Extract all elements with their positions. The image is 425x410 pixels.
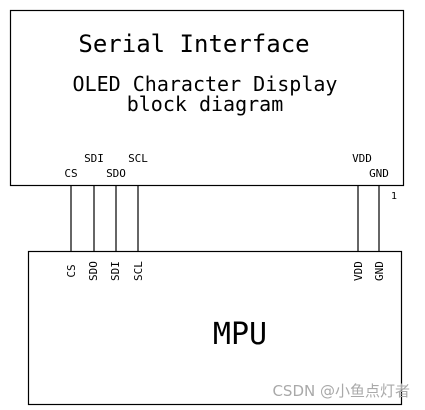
oled-pin-label-gnd: GND — [369, 167, 389, 180]
mpu-pin-label-cs: CS — [65, 264, 78, 277]
oled-pin1-marker: 1 — [391, 191, 397, 202]
oled-pin-label-scl: SCL — [128, 152, 148, 165]
oled-pin-label-cs: CS — [64, 167, 77, 180]
oled-pin-label-sdo: SDO — [106, 167, 126, 180]
oled-display-block: Serial Interface OLED Character Display … — [9, 9, 405, 202]
oled-subtitle-line2: block diagram — [127, 92, 284, 116]
mpu-box — [27, 250, 403, 406]
watermark: CSDN @小鱼点灯者 — [272, 382, 410, 400]
oled-subtitle-line1: OLED Character Display — [73, 72, 338, 96]
mpu-label: MPU — [213, 317, 267, 352]
mpu-pin-label-scl: SCL — [132, 261, 145, 281]
mpu-pin-label-sdo: SDO — [87, 261, 100, 281]
oled-display-box — [9, 9, 405, 187]
oled-pin-label-vdd: VDD — [352, 152, 372, 165]
mpu-block: MPU CS SDO SDI SCL VDD GND — [27, 250, 403, 406]
connection-wires — [70, 185, 380, 251]
mpu-pin-label-vdd: VDD — [352, 261, 365, 281]
mpu-pin-label-gnd: GND — [373, 261, 386, 281]
oled-title: Serial Interface — [78, 30, 309, 58]
oled-pin-label-sdi: SDI — [84, 152, 104, 165]
mpu-pin-label-sdi: SDI — [109, 261, 122, 281]
